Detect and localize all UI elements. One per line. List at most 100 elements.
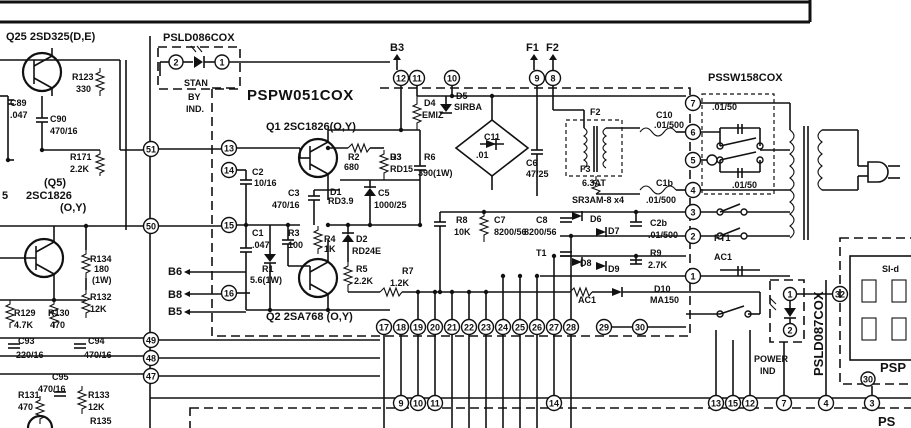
c5-value: 390(1W): [418, 168, 453, 178]
r132-value: 12K: [90, 304, 107, 314]
r134-value: 180: [94, 264, 109, 274]
bus-b6-label: B6: [168, 266, 182, 278]
bus-b3-label: B3: [390, 42, 404, 54]
terminal-50: 50: [146, 222, 156, 232]
pssw-terminal-5: 5: [690, 156, 695, 166]
f1-ref: C10: [656, 110, 673, 120]
r10-ref: F3: [580, 164, 591, 174]
r2-value: RD15: [390, 164, 413, 174]
terminal-16: 16: [224, 289, 234, 299]
right-chip-label: SI-d: [882, 264, 899, 274]
power-ind-label: IND: [760, 366, 776, 376]
pt1-transformer: [789, 103, 859, 240]
terminal-19: 19: [413, 323, 423, 333]
c11-ref: C6: [526, 158, 538, 168]
r123-ref: R123: [72, 72, 94, 82]
f3-value: MA150: [650, 295, 679, 305]
r7-value: EMIZ: [422, 110, 444, 120]
lower-terminal-4: 4: [823, 399, 828, 409]
c2-ref: C2: [252, 167, 264, 177]
q1-label: Q1 2SC1826(O,Y): [266, 121, 356, 133]
f2-value: .01/500: [646, 195, 676, 205]
r10-value: 6.3AT: [582, 178, 606, 188]
terminal-18: 18: [396, 323, 406, 333]
r8-ref: C7: [494, 215, 506, 225]
r129-value: 4.7K: [14, 320, 34, 330]
c7-ref: C8: [536, 215, 548, 225]
diode-array: SR3AM-8 x4 D6 D7 D8 D9: [440, 195, 686, 277]
r5-value: 2.2K: [354, 276, 374, 286]
psld087-label: PSLD087COX: [811, 291, 826, 376]
psld086-module: PSLD086COX 2 1 STAN: [157, 32, 390, 90]
c94-ref: C94: [88, 336, 105, 346]
q2-label: Q2 2SA768 (O,Y): [266, 311, 353, 323]
c2-value: 10/16: [254, 178, 277, 188]
ind-label: IND.: [186, 104, 204, 114]
r1-value: 680: [344, 162, 359, 172]
t1-transformer: F2: [553, 107, 640, 177]
terminal-22: 22: [464, 323, 474, 333]
lower-terminal-7: 7: [781, 399, 786, 409]
bus-b5-label: B5: [168, 306, 182, 318]
psld087-terminal-1: 1: [787, 290, 792, 300]
lower-wiring: PS: [150, 339, 911, 428]
r129-ref: R129: [14, 308, 36, 318]
r4-value: 1K: [324, 244, 336, 254]
power-label: POWER: [754, 354, 789, 364]
junction-dots: [5, 93, 639, 313]
c95-ref: C95: [52, 372, 69, 382]
pssw-terminal-2: 2: [690, 232, 695, 242]
ps-bottom-label: PS: [878, 414, 896, 428]
r2-ref-label: D3: [390, 152, 402, 162]
terminal-30-right: 30: [863, 375, 873, 385]
c6-ref: R8: [456, 215, 468, 225]
lower-terminal-10: 10: [413, 399, 423, 409]
pssw-module: PSSW158COX .01/50 .01/50: [701, 72, 790, 195]
d4-value: SIRBA: [454, 102, 483, 112]
r135-ref: R135: [90, 416, 112, 426]
terminal-14: 14: [224, 166, 234, 176]
q25-symbol: [21, 51, 63, 93]
top-terminals: B3 F1 F2 12 11 10 9 8: [390, 42, 686, 130]
terminal-29: 29: [599, 323, 609, 333]
terminal-top-8: 8: [550, 74, 555, 84]
terminal-top-11: 11: [412, 74, 422, 84]
r134-extra: (1W): [92, 275, 112, 285]
pssw-terminal-1: 1: [690, 272, 695, 282]
c93-value: 220/16: [16, 350, 44, 360]
q5-label: (Q5): [44, 177, 66, 189]
r123-value: 330: [76, 84, 91, 94]
d1-ref: R1: [262, 264, 274, 274]
d5-ref: C11: [484, 132, 500, 142]
r3-value: RD3.9: [328, 196, 354, 206]
lower-terminals: 9 10 11 14 13 15 12 7 4 3: [392, 280, 881, 412]
d7-label: D7: [608, 226, 620, 236]
c4-value: 100: [288, 240, 303, 250]
pssw-terminal-6: 6: [690, 128, 695, 138]
q25-section: Q25 2SD325(D,E) R123 330 C89 .047 C90 47…: [0, 31, 144, 176]
c89-value: .047: [10, 110, 28, 120]
terminal-top-9: 9: [534, 74, 539, 84]
c1b-ref: PT1: [714, 233, 731, 243]
r9-ref: AC1: [578, 295, 596, 305]
c1-ref: C1: [252, 228, 264, 238]
q2-symbol: [297, 257, 339, 299]
r4-ref: R4: [324, 234, 336, 244]
terminal-28: 28: [566, 323, 576, 333]
c95-value: 470/16: [38, 384, 66, 394]
c9-ref: C2b: [650, 218, 668, 228]
d4-ref: D5: [456, 91, 468, 101]
terminal-24: 24: [498, 323, 508, 333]
bottom-row-terminals: 17 18 19 20 21 22 23 24 25 26 27 28 29 3…: [375, 236, 686, 428]
terminal-20: 20: [430, 323, 440, 333]
terminal-15: 15: [224, 221, 234, 231]
diodes-note: SR3AM-8 x4: [572, 195, 624, 205]
r3-ref: D1: [330, 187, 342, 197]
switch-contacts: PT1 AC1: [686, 203, 761, 318]
lower-terminal-13: 13: [711, 399, 721, 409]
q5-grade: (O,Y): [60, 202, 87, 214]
pssw-terminals: 7 6 5 4 3 2 1: [684, 94, 790, 285]
pssw-cap1: .01/50: [712, 102, 737, 112]
d5-value: .01: [476, 150, 489, 160]
r6-value: 1.2K: [390, 278, 410, 288]
